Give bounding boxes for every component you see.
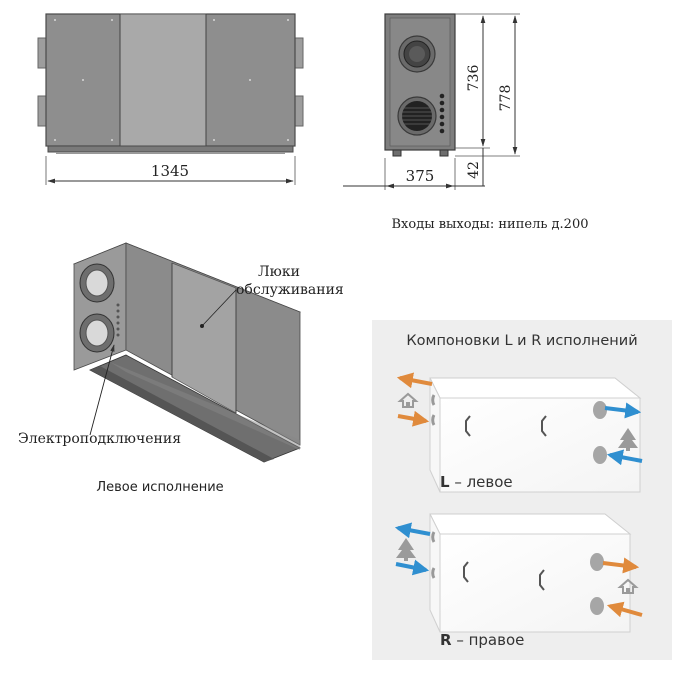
layout-left-label: L – левое (440, 473, 513, 491)
house-icon (617, 578, 639, 594)
front-base (47, 145, 294, 153)
layout-right-label: R – правое (440, 631, 524, 649)
layout-right: R – правое (394, 513, 643, 649)
terminal-dots (439, 93, 445, 134)
hatches-label-line1: Люки (258, 264, 300, 280)
layout-left: L – левое (396, 372, 643, 493)
connections-note: Входы выходы: нипель д.200 (392, 217, 589, 232)
layouts-panel: Компоновки L и R исполнений (372, 320, 672, 660)
connector-right-bottom (294, 95, 304, 127)
front-center-panel (119, 13, 207, 147)
arrow-exhaust-in-r (606, 601, 643, 618)
dimension-total-height: 778 (498, 85, 514, 112)
dimension-feet-height: 42 (466, 161, 482, 179)
arrow-supply-in (606, 449, 643, 466)
hatches-label-line2: обслуживания (236, 282, 344, 298)
arrow-exhaust-in (397, 410, 430, 427)
arrow-exhaust-out-r (602, 557, 640, 574)
arrow-supply-out-r (394, 522, 431, 539)
tree-icon (396, 538, 416, 561)
connector-left-top (37, 37, 47, 69)
left-version-label: Левое исполнение (96, 480, 223, 495)
layouts-title: Компоновки L и R исполнений (406, 333, 637, 349)
electrical-label: Электроподключения (18, 431, 181, 447)
arrow-supply-out (604, 402, 642, 419)
dimension-body-height: 736 (466, 65, 482, 92)
connector-right-top (294, 37, 304, 69)
arrow-supply-in-r (395, 559, 430, 576)
arrow-exhaust-out (396, 372, 433, 389)
isometric-view (72, 242, 302, 463)
connector-left-bottom (37, 95, 47, 127)
house-icon (397, 392, 419, 408)
side-view: 736 778 42 375 (343, 13, 520, 190)
front-view: 1345 (37, 13, 304, 185)
dimension-depth: 375 (406, 167, 435, 185)
dimension-length: 1345 (151, 162, 189, 180)
tree-icon (618, 428, 638, 451)
